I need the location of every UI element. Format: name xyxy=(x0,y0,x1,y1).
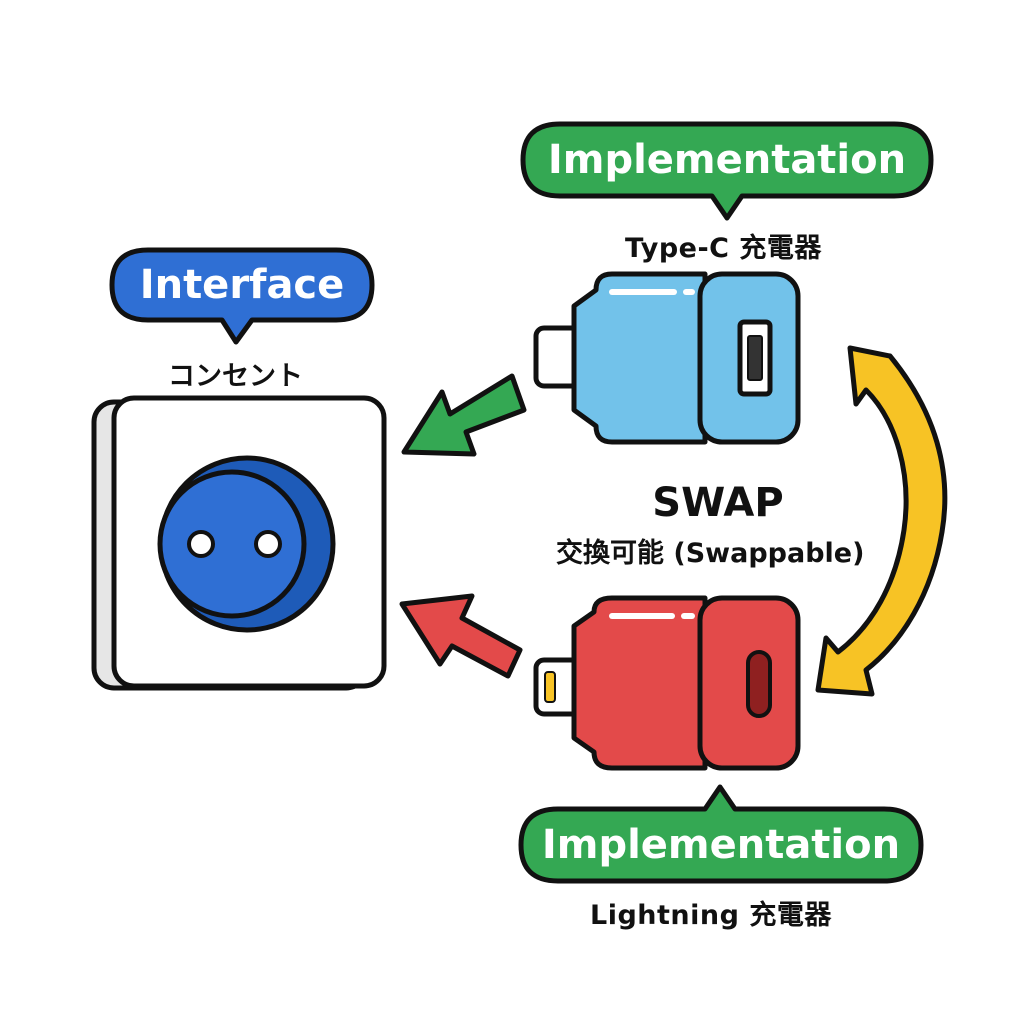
green-arrow-icon xyxy=(401,373,527,457)
swap-subtitle: 交換可能 (Swappable) xyxy=(556,538,865,569)
implementation-bottom-bubble xyxy=(518,784,924,884)
lightning-charger-icon xyxy=(533,595,801,771)
type-c-caption: Type-C 充電器 xyxy=(625,233,822,264)
implementation-top-bubble-label: Implementation xyxy=(547,137,907,183)
swap-arrow-icon xyxy=(815,345,948,697)
interface-bubble-label: Interface xyxy=(139,262,345,308)
swap-title: SWAP xyxy=(652,480,784,526)
red-arrow-icon xyxy=(399,593,523,679)
lightning-caption: Lightning 充電器 xyxy=(590,900,832,931)
interface-bubble xyxy=(109,247,375,345)
implementation-bottom-bubble-label: Implementation xyxy=(541,822,901,868)
type-c-charger-icon xyxy=(533,271,801,445)
implementation-top-bubble xyxy=(520,121,934,221)
wall-outlet-icon xyxy=(91,395,387,691)
outlet-caption: コンセント xyxy=(168,361,303,392)
